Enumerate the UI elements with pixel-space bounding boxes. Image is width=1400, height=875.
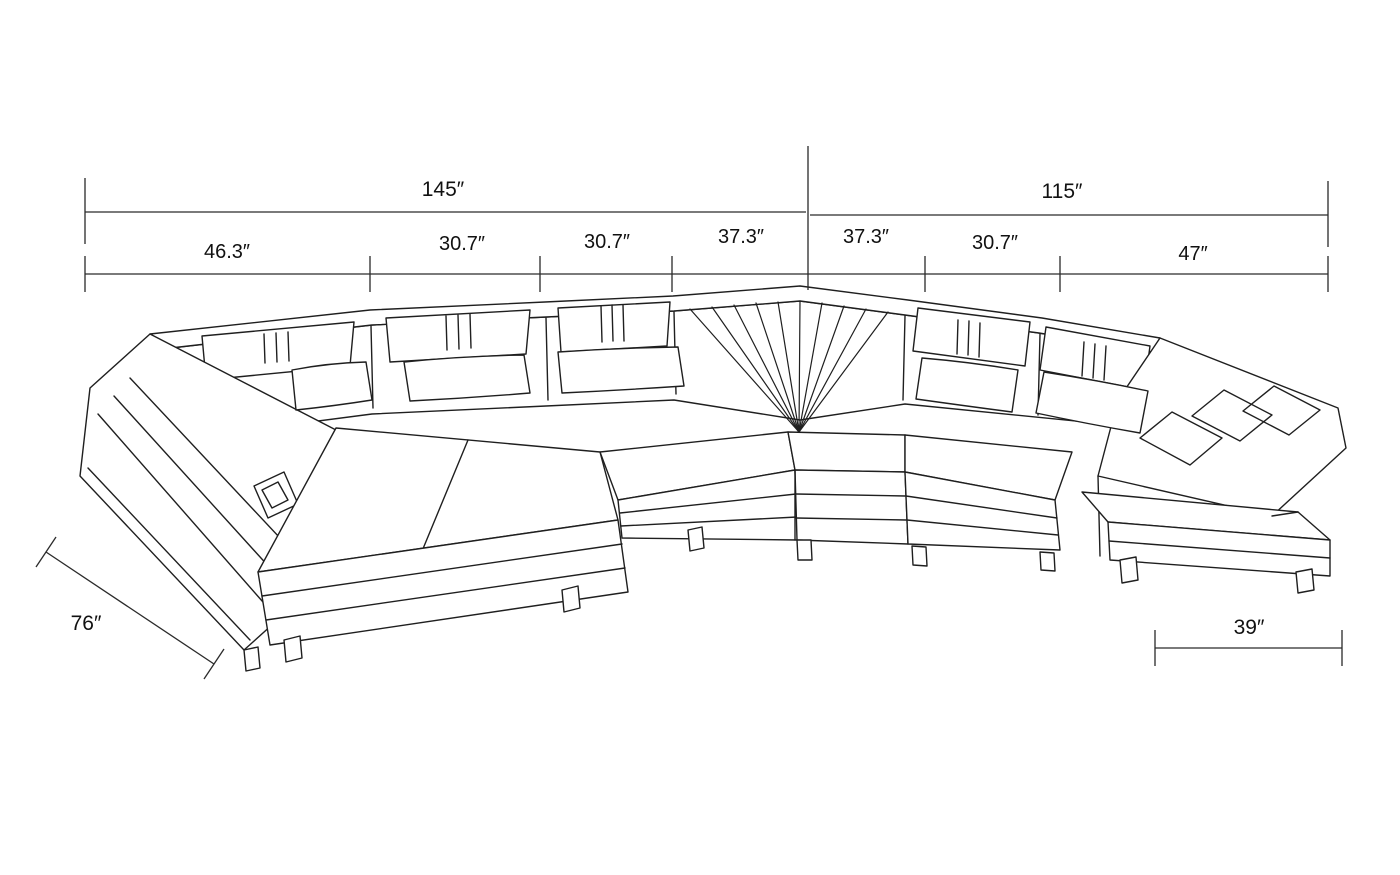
headrest-panel-3 [557,301,671,353]
arm-support [1097,475,1101,557]
pleat-line [798,308,867,433]
segment-label-3: 30.7″ [584,231,630,253]
headrest-slit [1081,341,1085,377]
shelf-joint [1271,511,1299,517]
pleat-line [798,311,889,433]
pleat-line [798,300,801,433]
pillow-4 [915,357,1019,413]
depth-left-tick [35,536,57,568]
headrest-slit [275,332,278,363]
arm-slat [97,413,271,611]
headrest-slit [611,304,614,342]
foot [1295,568,1315,594]
foot [1119,556,1139,584]
pleat-line [777,301,800,433]
pleat-line [689,308,800,433]
seat-stripe [795,517,907,521]
headrest-panel-4 [912,307,1031,367]
arm-slat [113,395,291,591]
arm-vent [1139,411,1223,466]
pleat-line [755,302,800,433]
pleat-line [711,306,800,433]
arm-vent [1242,385,1321,436]
seats [599,431,1073,551]
corner-seat-top [787,431,906,473]
headrest-slit [469,313,472,349]
pleat-line [733,304,800,433]
corner-pleats [689,300,889,433]
headrest-slit [1092,343,1096,379]
feet [243,526,1315,672]
headrest-slit [600,305,603,343]
segment-label-5: 37.3″ [843,226,889,248]
headrest-slit [287,331,290,362]
foot [911,545,928,567]
pillow-5 [1035,371,1149,434]
headrest-slit [445,315,448,351]
dimension-lines [35,146,1343,680]
foot [283,635,303,663]
segment-label-2: 30.7″ [439,233,485,255]
headrest-slit [978,322,981,358]
foot [243,646,261,672]
shelf-stripe [1108,540,1331,559]
depth-left-label: 76″ [71,612,102,635]
depth-right-label: 39″ [1234,616,1265,639]
chaise-stripe [261,543,623,597]
chaise [257,427,629,646]
segment-label-6: 30.7″ [972,232,1018,254]
chaise-seam [419,439,469,557]
chaise-stripe [265,567,626,621]
seat-stripe [619,493,797,514]
headrest-slit [956,319,959,355]
pleat-line [798,305,845,433]
seat-stripe [905,495,1058,519]
pillows [291,346,1149,434]
foot [687,526,705,552]
headrest-slit [967,320,970,356]
foot [561,585,581,613]
overall-right-label: 115″ [1042,180,1083,203]
corner-seat-front [794,469,909,545]
headrest-slit [457,314,460,350]
segment-label-7: 47″ [1178,243,1207,265]
right-arm [1081,337,1347,577]
overall-left-label: 145″ [422,178,465,201]
pillow-2 [403,354,531,402]
pillow-1 [291,361,373,411]
depth-left-line [45,551,215,665]
panel-divider-1 [370,325,374,409]
panel-divider-4 [902,315,906,401]
headrest-slit [622,304,625,342]
headrest-slit [263,333,266,364]
segment-label-1: 46.3″ [204,241,250,263]
arm-vent [1191,389,1273,442]
arm-rail [87,467,251,641]
pillow-3 [557,346,685,394]
seat-stripe [795,493,906,497]
foot [796,539,813,561]
pleat-line [798,302,823,433]
seat-stripe [906,519,1059,536]
seat-stripe [620,516,798,527]
foot [1039,551,1056,572]
segment-label-4: 37.3″ [718,226,764,248]
dimension-labels: 145″ 115″ 46.3″ 30.7″ 30.7″ 37.3″ 37.3″ … [71,178,1265,639]
headrest-slit [1103,345,1107,381]
depth-left-tick [203,648,225,680]
sofa-illustration [79,285,1347,672]
arm-cup-holder-inner [261,481,289,509]
panel-divider-2 [545,317,549,401]
